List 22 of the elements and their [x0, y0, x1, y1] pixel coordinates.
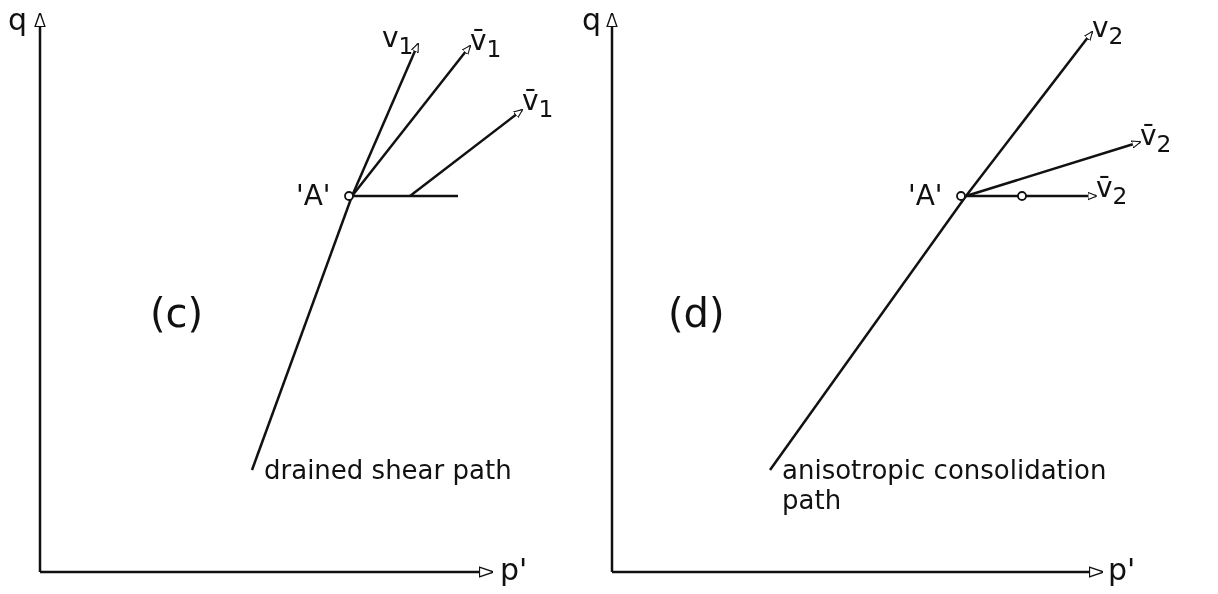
- point-label: 'A': [908, 179, 943, 212]
- stress-path-line: [769, 195, 967, 471]
- path-label: drained shear path: [252, 448, 522, 484]
- axis-label: q: [8, 2, 28, 37]
- vector-arrow: [966, 191, 1098, 201]
- vector-label: v̄$_{2}$: [1140, 120, 1186, 170]
- vector-label: v$_{1}$: [382, 22, 418, 66]
- panel-label: (d): [668, 290, 725, 336]
- vector-label: v̄$_{2}$: [1096, 172, 1142, 222]
- panel-label: (c): [150, 290, 204, 336]
- vector-arrow: [965, 30, 1094, 197]
- axis-label: q: [582, 2, 602, 37]
- axis-label: p': [1108, 552, 1136, 587]
- vector-arrow: [409, 108, 524, 197]
- vector-arrow: [965, 140, 1142, 198]
- vector-label: v̄$_{1}$: [470, 25, 512, 73]
- axis-label: p': [500, 552, 528, 587]
- path-label: anisotropic consolidation path: [770, 448, 1170, 524]
- point-label: 'A': [296, 179, 331, 212]
- vector-label: v̄$_{1}$: [522, 85, 564, 133]
- vector-label: v$_{2}$: [1092, 12, 1134, 56]
- vector-arrow: [351, 44, 472, 197]
